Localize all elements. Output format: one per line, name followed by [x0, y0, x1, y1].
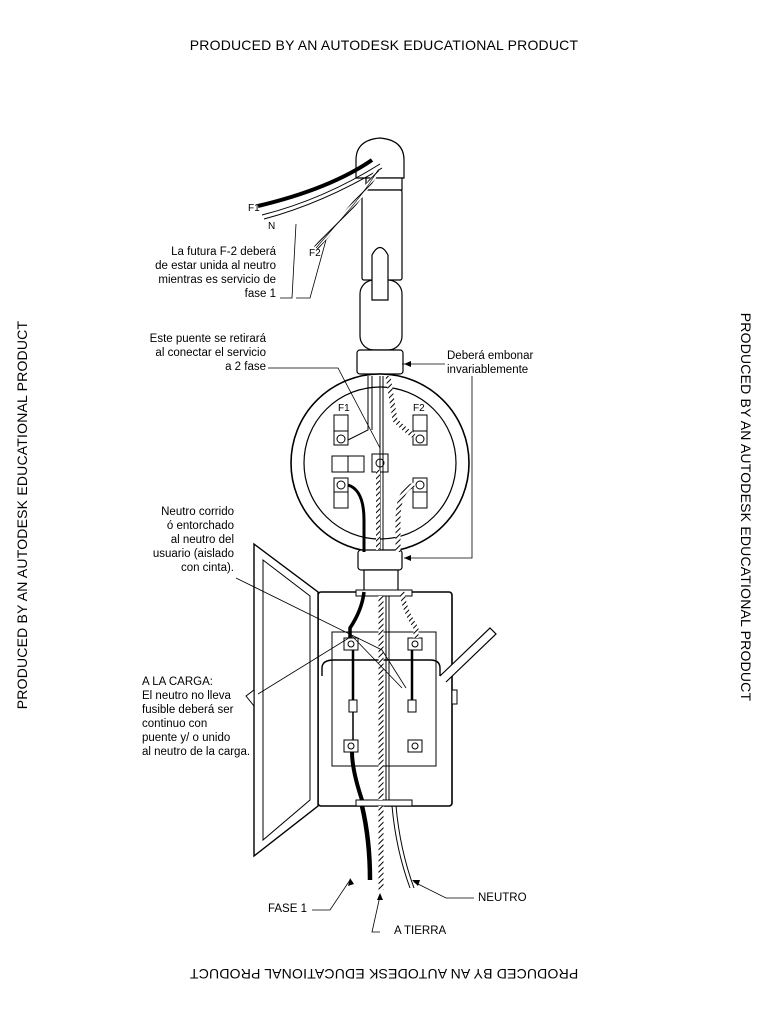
- load-center-box: [317, 589, 453, 807]
- note-line: El neutro no lleva: [142, 690, 231, 702]
- label-f1-meter: F1: [338, 403, 350, 414]
- handle-lever: [439, 627, 497, 683]
- note-line: invariablemente: [447, 364, 529, 376]
- label-neutro: NEUTRO: [478, 892, 527, 904]
- meter-wires: [347, 375, 416, 552]
- note-line: La futura F-2 deberá: [171, 246, 276, 258]
- note-line: fase 1: [244, 288, 276, 300]
- note-line: A LA CARGA:: [142, 676, 213, 688]
- label-f2-top: F2: [309, 248, 321, 259]
- note-puente: Este puente se retirará al conectar el s…: [118, 332, 266, 374]
- note-a-la-carga: A LA CARGA: El neutro no lleva fusible d…: [142, 675, 250, 759]
- futura-leaders: [280, 223, 327, 299]
- note-line: al conectar el servicio: [155, 347, 266, 359]
- note-line: Este puente se retirará: [149, 333, 266, 345]
- note-line: al neutro del: [170, 534, 234, 546]
- outgoing-wires: [359, 805, 415, 890]
- label-a-tierra: A TIERRA: [394, 925, 447, 937]
- label-fase-1: FASE 1: [268, 903, 307, 915]
- note-line: Deberá embonar: [447, 350, 534, 362]
- note-line: ó entorchado: [166, 520, 234, 532]
- neutro-corrido-leader: [235, 577, 383, 651]
- weatherhead: [355, 137, 405, 351]
- load-center-fuses: [343, 637, 423, 753]
- service-drop-wires: [257, 158, 383, 250]
- note-line: fusible deberá ser: [142, 704, 234, 716]
- bottom-leaders: [312, 879, 474, 933]
- carga-leader: [257, 635, 403, 695]
- neutro-corrido-leader-tip: [381, 649, 407, 689]
- side-latch: [451, 689, 458, 705]
- note-line: mientras es servicio de: [158, 274, 276, 286]
- note-line: usuario (aislado: [152, 548, 234, 560]
- embonar-leader-bottom: [404, 376, 473, 559]
- note-line: de estar unida al neutro: [155, 260, 276, 272]
- watermark-top: PRODUCED BY AN AUTODESK EDUCATIONAL PROD…: [189, 37, 579, 53]
- bottom-arrowheads: [348, 878, 420, 900]
- label-f2-meter: F2: [413, 403, 425, 414]
- note-line: puente y/ o unido: [142, 732, 231, 744]
- note-neutro-corrido: Neutro corrido ó entorchado al neutro de…: [128, 505, 234, 575]
- note-line: Neutro corrido: [161, 506, 234, 518]
- note-futura-f2: La futura F-2 deberá de estar unida al n…: [128, 245, 276, 301]
- label-f1-top: F1: [248, 203, 260, 214]
- puente-leader: [268, 367, 381, 449]
- note-embonar: Deberá embonar invariablemente: [447, 349, 533, 377]
- label-n-top: N: [268, 221, 275, 232]
- note-line: a 2 fase: [225, 361, 266, 373]
- load-center-door: [245, 542, 319, 858]
- note-line: continuo con: [142, 718, 208, 730]
- load-center-wires: [348, 591, 419, 801]
- note-line: al neutro de la carga.: [142, 746, 251, 758]
- note-line: con cinta).: [180, 562, 234, 574]
